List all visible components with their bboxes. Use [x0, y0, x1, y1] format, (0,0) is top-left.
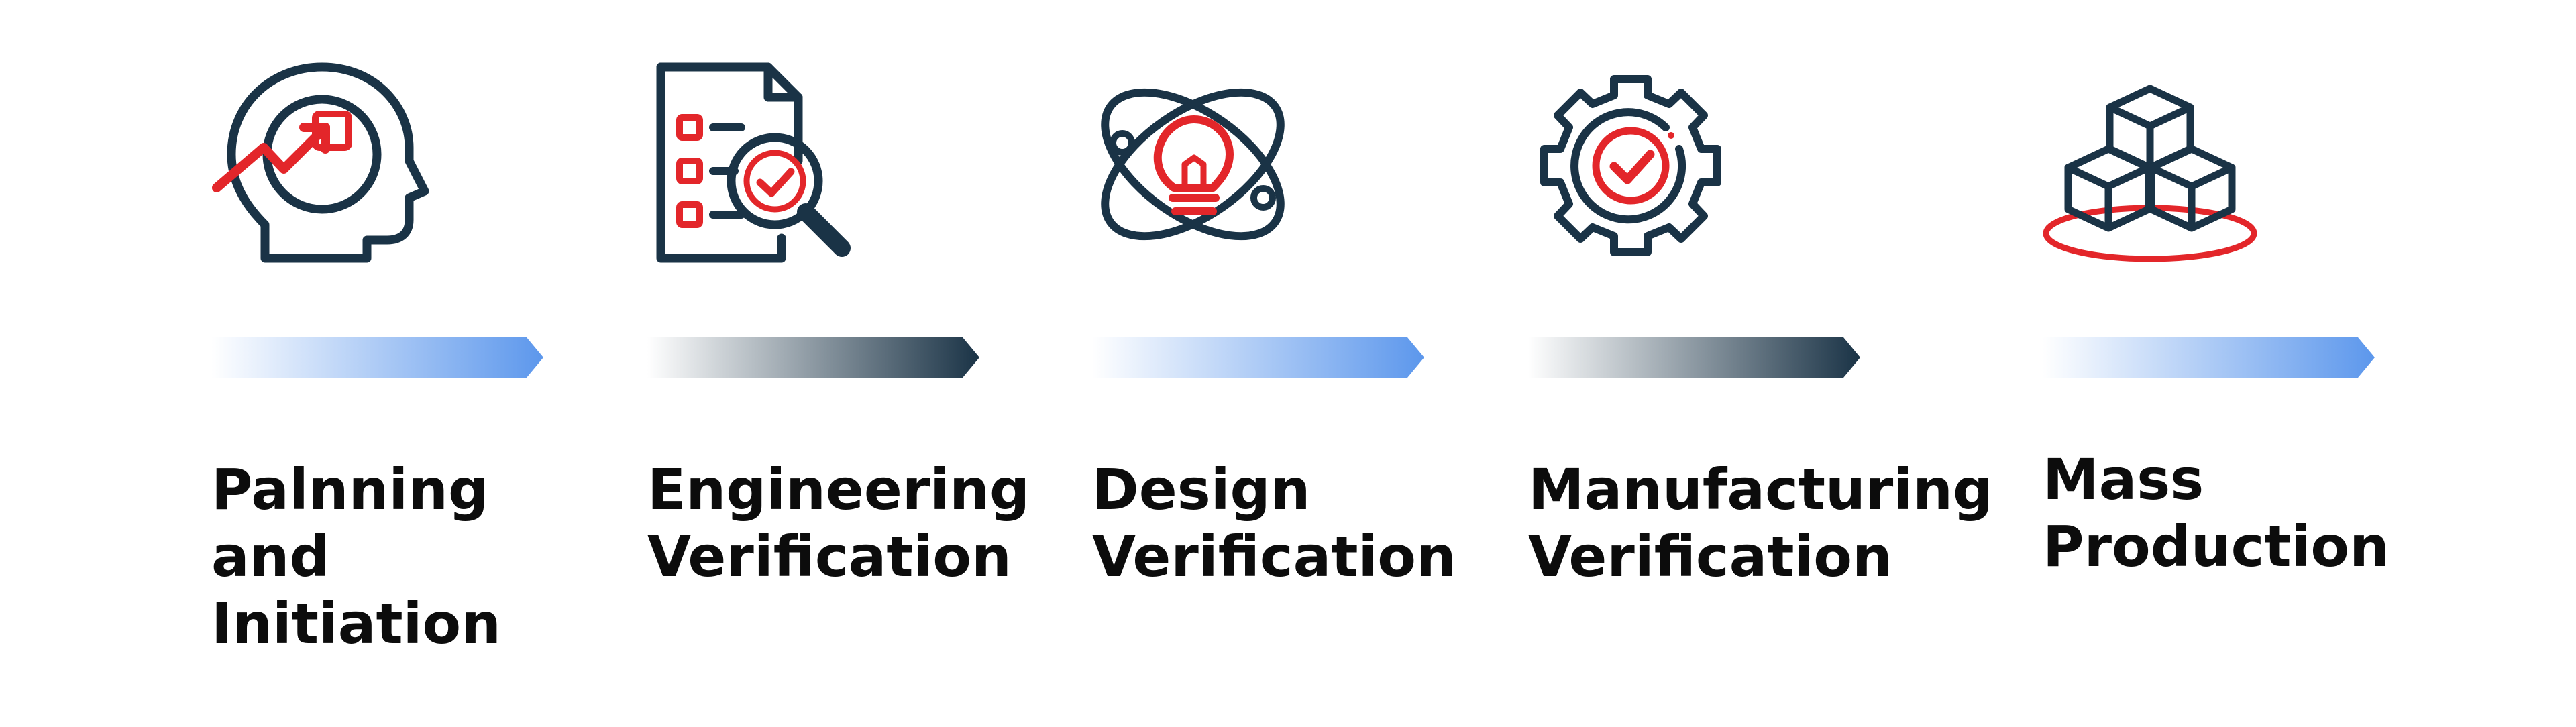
step-label-line: Production: [2043, 514, 2390, 579]
stacked-boxes-icon: [2043, 54, 2271, 282]
step-label: Engineering Verification: [647, 456, 1077, 590]
checklist-magnifier-icon: [647, 54, 875, 282]
step-label-line: Mass: [2043, 447, 2204, 512]
step-label-line: Verification: [1528, 524, 1892, 590]
progress-arrow: [1092, 337, 1424, 378]
step-manufacturing-verification: Manufacturing Verification: [1528, 0, 1993, 727]
step-label-line: Initiation: [211, 591, 501, 657]
progress-arrow: [211, 337, 543, 378]
step-label-line: and: [211, 524, 330, 590]
step-label-line: Verification: [1092, 524, 1456, 590]
step-label: Manufacturing Verification: [1528, 456, 1993, 590]
step-label: Design Verification: [1092, 456, 1521, 590]
step-label-line: Design: [1092, 457, 1311, 522]
progress-arrow: [2043, 337, 2375, 378]
lightbulb-orbit-icon: [1092, 54, 1320, 282]
step-label-line: Engineering: [647, 457, 1030, 522]
step-label-line: Palnning: [211, 457, 489, 522]
step-label-line: Verification: [647, 524, 1012, 590]
step-mass-production: Mass Production: [2043, 0, 2472, 727]
progress-arrow: [647, 337, 979, 378]
step-engineering-verification: Engineering Verification: [647, 0, 1077, 727]
progress-arrow: [1528, 337, 1860, 378]
step-label: Palnning and Initiation: [211, 456, 641, 657]
step-label: Mass Production: [2043, 446, 2472, 580]
step-design-verification: Design Verification: [1092, 0, 1521, 727]
step-planning-and-initiation: Palnning and Initiation: [211, 0, 641, 727]
step-label-line: Manufacturing: [1528, 457, 1993, 522]
gear-check-icon: [1528, 54, 1756, 282]
head-growth-icon: [211, 54, 439, 282]
